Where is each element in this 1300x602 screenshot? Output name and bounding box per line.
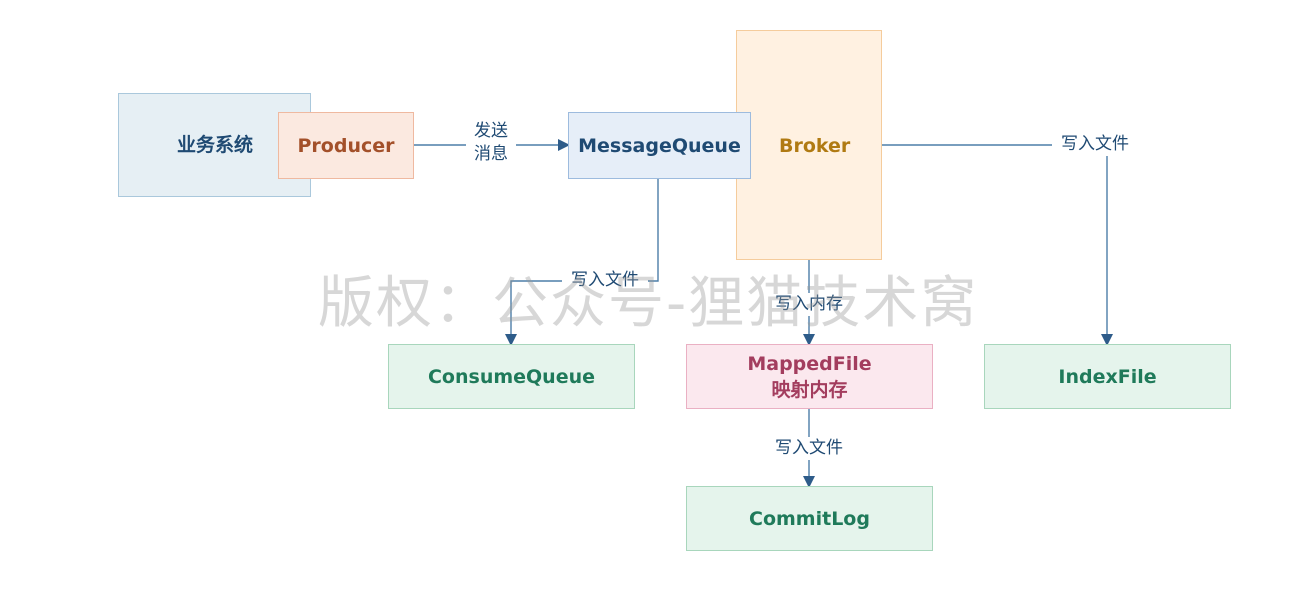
indexfile-label: IndexFile [1058, 365, 1157, 388]
broker-node: Broker [736, 30, 882, 260]
mappedfile-node: MappedFile 映射内存 [686, 344, 933, 409]
messagequeue-node: MessageQueue [568, 112, 751, 179]
indexfile-node: IndexFile [984, 344, 1231, 409]
edge-label-broker-to-mappedfile: 写入内存 [766, 293, 852, 316]
mappedfile-label: MappedFile [747, 352, 872, 375]
producer-label: Producer [297, 134, 395, 157]
edge-label-broker-to-indexfile: 写入文件 [1052, 133, 1138, 156]
consumequeue-node: ConsumeQueue [388, 344, 635, 409]
business-system-label: 业务系统 [177, 134, 254, 156]
commitlog-label: CommitLog [749, 507, 870, 530]
producer-node: Producer [278, 112, 414, 179]
edge-label-messagequeue-to-consumequeue: 写入文件 [562, 269, 648, 292]
edge-label-send-line2: 消息 [474, 144, 508, 164]
broker-label: Broker [779, 135, 851, 157]
edge-label-mappedfile-to-commitlog: 写入文件 [766, 437, 852, 460]
edge-label-send-line1: 发送 [474, 121, 508, 141]
consumequeue-label: ConsumeQueue [427, 365, 596, 388]
edge-label-send: 发送 消息 [466, 120, 516, 166]
commitlog-node: CommitLog [686, 486, 933, 551]
messagequeue-label: MessageQueue [578, 134, 741, 157]
watermark: 版权：公众号-狸猫技术窝 [318, 271, 979, 336]
business-system-node: 业务系统 [118, 93, 311, 197]
mappedfile-sublabel: 映射内存 [771, 378, 848, 401]
